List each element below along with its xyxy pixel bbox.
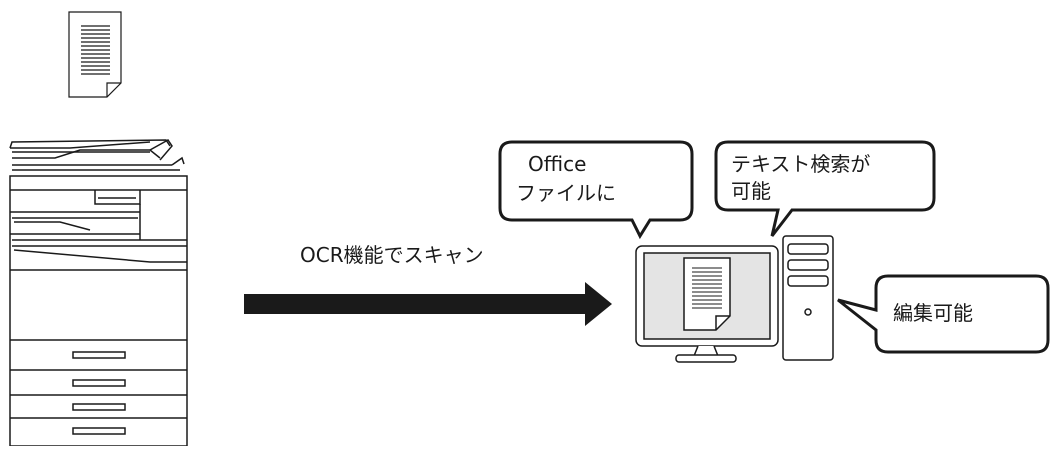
monitor-icon (635, 245, 779, 363)
callout-edit: 編集可能 (837, 274, 1050, 354)
pc-tower-icon (782, 235, 834, 361)
arrow-label: OCR機能でスキャン (300, 243, 484, 267)
screen-document-icon (683, 257, 731, 331)
callout-search-line1: テキスト検索が (731, 152, 870, 176)
callout-edit-line1: 編集可能 (893, 301, 973, 325)
callout-search: テキスト検索が 可能 (714, 140, 936, 237)
callout-office: Office ファイルに (498, 140, 694, 240)
callout-search-line2: 可能 (731, 179, 771, 203)
multifunction-printer-icon (9, 139, 188, 447)
callout-office-line2: ファイルに (516, 181, 616, 205)
right-arrow-icon (244, 282, 612, 326)
callout-office-line1: Office (528, 152, 586, 176)
document-icon (68, 11, 122, 98)
